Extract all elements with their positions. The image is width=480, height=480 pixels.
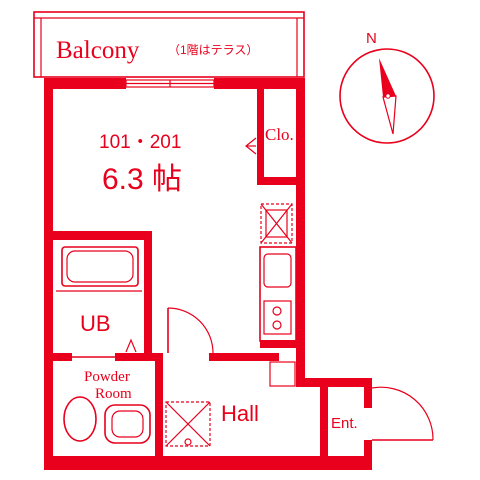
entrance-label: Ent. bbox=[331, 415, 358, 432]
sink-icon bbox=[263, 253, 292, 288]
room-size: 6.3 帖 bbox=[102, 163, 182, 196]
entrance-door-icon bbox=[371, 386, 434, 441]
washer-pan-icon bbox=[165, 401, 211, 447]
interior-walls bbox=[50, 86, 328, 463]
bathtub-icon bbox=[61, 246, 139, 287]
compass-icon: N bbox=[339, 30, 435, 144]
main-room: 101・201 6.3 帖 bbox=[99, 132, 182, 196]
bathroom: UB bbox=[56, 246, 142, 353]
door-icon bbox=[72, 307, 214, 358]
balcony-label: Balcony bbox=[56, 37, 140, 64]
balcony-note: （1階はテラス） bbox=[168, 42, 258, 57]
fridge-space-icon bbox=[260, 203, 293, 244]
outer-walls bbox=[44, 78, 372, 470]
balcony: Balcony （1階はテラス） bbox=[33, 11, 305, 78]
balcony-window bbox=[125, 79, 215, 88]
entrance: Ent. bbox=[331, 386, 434, 441]
hall: Hall bbox=[221, 361, 296, 426]
powder-room-label-2: Room bbox=[95, 386, 132, 402]
powder-room: Powder Room bbox=[63, 369, 151, 444]
room-number: 101・201 bbox=[99, 132, 181, 153]
compass-north-label: N bbox=[366, 30, 377, 47]
bathroom-label: UB bbox=[80, 311, 111, 336]
toilet-icon bbox=[63, 396, 151, 444]
closet: Clo. bbox=[245, 125, 294, 155]
powder-room-label-1: Powder bbox=[84, 369, 130, 385]
hall-label: Hall bbox=[221, 401, 259, 426]
closet-label: Clo. bbox=[265, 125, 294, 144]
kitchen bbox=[259, 246, 297, 342]
stove-icon bbox=[263, 300, 292, 335]
